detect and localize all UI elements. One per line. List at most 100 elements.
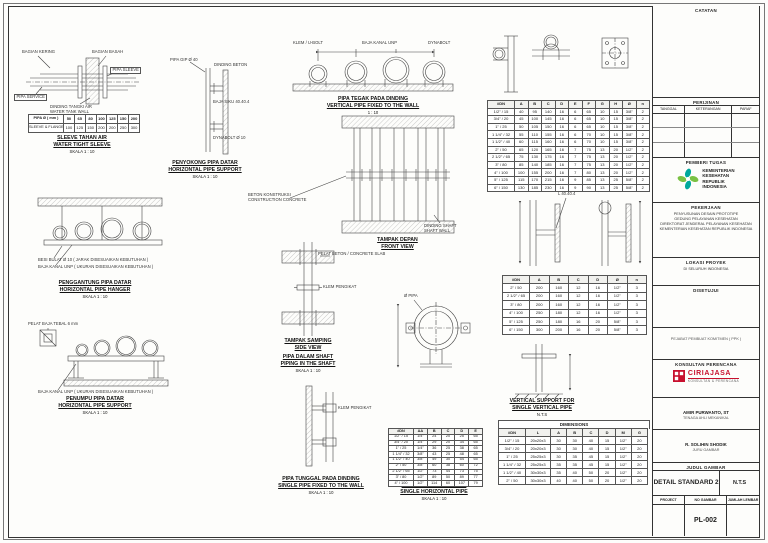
jumlah-lembar-label: JUMLAH LEMBAR xyxy=(727,498,759,502)
pekerjaan-description: PENYUSUNAN DESAIN PROTOTIPE GEDUNG PELAY… xyxy=(659,211,753,232)
lokasi-value: DI SELURUH INDONESIA xyxy=(683,266,729,271)
catatan-section: CATATAN xyxy=(653,6,759,98)
perijinan-empty-row xyxy=(653,143,759,157)
engineer-name: AMIR PURWANTO, ST xyxy=(683,410,729,415)
perijinan-column-headers: TANGGAL KETERANGAN PARAF xyxy=(653,104,759,114)
perijinan-header: PERIJINAN xyxy=(692,99,720,105)
linework-svg xyxy=(26,34,642,467)
judul-gambar-header: JUDUL GAMBAR xyxy=(686,464,726,470)
sheet-inner-frame xyxy=(8,6,760,538)
annotation-concrete-en: CONSTRUCTION CONCRETE xyxy=(248,197,307,202)
annotation-dynabolt: DYNABOLT Ø 10 xyxy=(213,135,246,140)
ciriajasa-name-block: CIRIAJASA KONSULTAN & PERENCANA xyxy=(687,369,740,383)
perijinan-col-tanggal: TANGGAL xyxy=(653,105,685,113)
annotation-dynabolt-2: DYNABOLT xyxy=(428,40,451,45)
drafter-block: R. SOLIHIN SHODIK JURU GAMBAR xyxy=(653,430,759,452)
drawing-area: BAGIAN KERING BAGIAN BASAH PIPA SLEEVE P… xyxy=(10,8,652,535)
annotation-hanger-channel: BAJA KANAL UNP ( UKURAN DISESUAIKAN KEBU… xyxy=(38,264,154,269)
no-gambar-label: NO GAMBAR xyxy=(685,496,728,504)
kemenkes-logo-block: KEMENTERIAN KESEHATAN REPUBLIK INDONESIA xyxy=(653,165,759,190)
annotation-concrete-wall: DINDING BETON xyxy=(214,62,248,67)
annotation-steel-plate: PELAT BAJA TEBAL 6 mm xyxy=(28,321,79,326)
title-sleeve: SLEEVE TAHAN AIR WATER TIGHT SLEEVE SKAL… xyxy=(53,135,111,154)
engineer-section: AMIR PURWANTO, ST TENAGA AHLI MEKANIKAL xyxy=(653,398,759,430)
title-single-wall: PIPA TUNGGAL PADA DINDING SINGLE PIPE FI… xyxy=(278,476,364,495)
annotation-tank-wall: DINDING TANGKI AIR xyxy=(50,104,92,109)
title-wall-support: PENYOKONG PIPA DATAR HORIZONTAL PIPE SUP… xyxy=(168,160,242,179)
annotation-angle-steel: BAJA SIKU 40.40.4 xyxy=(213,99,250,104)
kemenkes-logo-icon xyxy=(678,168,699,189)
dimensions-table-title: DIMENSIONS xyxy=(498,420,650,429)
annotation-angle-l40: L 40.40.4 xyxy=(558,191,576,196)
project-label: PROJECT xyxy=(653,496,685,504)
ciriajasa-logo-icon xyxy=(672,370,685,383)
annotation-shaft-wall: DINDING SHAFT xyxy=(424,223,457,228)
drawing-title-row: DETAIL STANDARD 2 N.T.S xyxy=(653,469,759,495)
drafter-section: R. SOLIHIN SHODIK JURU GAMBAR xyxy=(653,430,759,463)
drawing-number: PL-002 xyxy=(685,505,728,536)
perijinan-col-keterangan: KETERANGAN xyxy=(685,105,733,113)
title-floor-support: PENUMPU PIPA DATAR HORIZONTAL PIPE SUPPO… xyxy=(58,396,132,415)
perijinan-col-paraf: PARAF xyxy=(739,106,752,111)
annotation-pipe-clamp: KLEM PENGIKAT xyxy=(323,284,357,289)
annotation-pipa-sleeve: PIPA SLEEVE xyxy=(110,67,142,74)
engineer-role: TENAGA AHLI MEKANIKAL xyxy=(682,416,730,420)
drawing-title: DETAIL STANDARD 2 xyxy=(653,470,721,495)
annotation-concrete-slab: PELAT BETON / CONCRETE SLAB xyxy=(318,251,386,256)
title-hanger: PENGGANTUNG PIPA DATAR HORIZONTAL PIPE H… xyxy=(58,280,132,299)
ppk-section: PEJABAT PEMBUAT KOMITMEN ( PPK ) xyxy=(653,328,759,360)
footer-section: PROJECT NO GAMBAR JUMLAH LEMBAR PL-002 xyxy=(653,496,759,536)
jumlah-lembar-value xyxy=(727,505,759,536)
perijinan-section: PERIJINAN TANGGAL KETERANGAN PARAF xyxy=(653,98,759,158)
drawing-scale: N.T.S xyxy=(732,479,747,486)
catatan-header: CATATAN xyxy=(694,7,717,13)
title-side-view: TAMPAK SAMPING SIDE VIEW xyxy=(284,338,332,351)
kemenkes-name: KEMENTERIAN KESEHATAN REPUBLIK INDONESIA xyxy=(702,168,735,189)
annotation-pipe-dia: Ø PIPA xyxy=(404,293,418,298)
annotation-wet-side: BAGIAN BASAH xyxy=(92,49,124,54)
konsultan-header: KONSULTAN PERENCANA xyxy=(675,361,737,367)
annotation-ubolt: KLEM / U-BOLT xyxy=(293,40,323,45)
annotation-gip-pipe: PIPA GIP Ø 40 xyxy=(170,57,198,62)
annotation-tank-wall-en: WATER TANK WALL xyxy=(50,109,90,114)
annotation-clamp-single: KLEM PENGIKAT xyxy=(338,405,372,410)
drafter-name: R. SOLIHIN SHODIK xyxy=(685,442,727,447)
pekerjaan-section: PEKERJAAN PENYUSUNAN DESAIN PROTOTIPE GE… xyxy=(653,203,759,258)
lokasi-header: LOKASI PROYEK xyxy=(685,259,727,265)
annotation-hanger-rod: BESI BULAT Ø 10 ( JARAK DISESUAIKAN KEBU… xyxy=(38,257,149,262)
ciriajasa-logo-block: CIRIAJASA KONSULTAN & PERENCANA xyxy=(653,367,759,383)
perijinan-empty-row xyxy=(653,128,759,144)
engineer-block: AMIR PURWANTO, ST TENAGA AHLI MEKANIKAL xyxy=(653,398,759,420)
titleblock: CATATAN PERIJINAN TANGGAL KETERANGAN PAR… xyxy=(652,6,759,536)
pemberi-tugas-header: PEMBERI TUGAS xyxy=(685,159,727,165)
pemberi-tugas-section: PEMBERI TUGAS KEMENTERIAN KESEHATAN REPU… xyxy=(653,158,759,203)
pekerjaan-header: PEKERJAAN xyxy=(691,204,721,210)
perijinan-empty-row xyxy=(653,113,759,129)
ciriajasa-name: CIRIAJASA xyxy=(687,369,732,377)
project-value xyxy=(653,505,685,536)
annotation-shaft-wall-en: SHAFT WALL xyxy=(424,228,451,233)
drafter-role: JURU GAMBAR xyxy=(692,448,720,452)
title-vertical-wall: PIPA TEGAK PADA DINDING VERTICAL PIPE FI… xyxy=(326,96,420,115)
ppk-label: PEJABAT PEMBUAT KOMITMEN ( PPK ) xyxy=(670,337,742,341)
annotation-dry-side: BAGIAN KERING xyxy=(22,49,56,54)
annotation-support-channel: BAJA KANAL UNP ( UKURAN DISESUAIKAN KEBU… xyxy=(38,389,154,394)
title-vertical-single: VERTICAL SUPPORT FOR SINGLE VERTICAL PIP… xyxy=(509,398,575,417)
title-front-view: TAMPAK DEPAN FRONT VIEW xyxy=(377,237,418,250)
footer-headers: PROJECT NO GAMBAR JUMLAH LEMBAR xyxy=(653,496,759,505)
annotation-concrete: BETON KONSTRUKSI xyxy=(248,192,291,197)
footer-values: PL-002 xyxy=(653,505,759,536)
judul-gambar-section: JUDUL GAMBAR DETAIL STANDARD 2 N.T.S xyxy=(653,463,759,496)
annotation-pipa-service: PIPA SERVICE xyxy=(14,94,48,101)
annotation-channel: BAJA KANAL UNP xyxy=(362,40,397,45)
title-shaft: PIPA DALAM SHAFT PIPING IN THE SHAFT SKA… xyxy=(280,354,336,373)
lokasi-section: LOKASI PROYEK DI SELURUH INDONESIA xyxy=(653,258,759,286)
disetujui-header: DISETUJUI xyxy=(693,287,719,293)
disetujui-section: DISETUJUI xyxy=(653,286,759,328)
